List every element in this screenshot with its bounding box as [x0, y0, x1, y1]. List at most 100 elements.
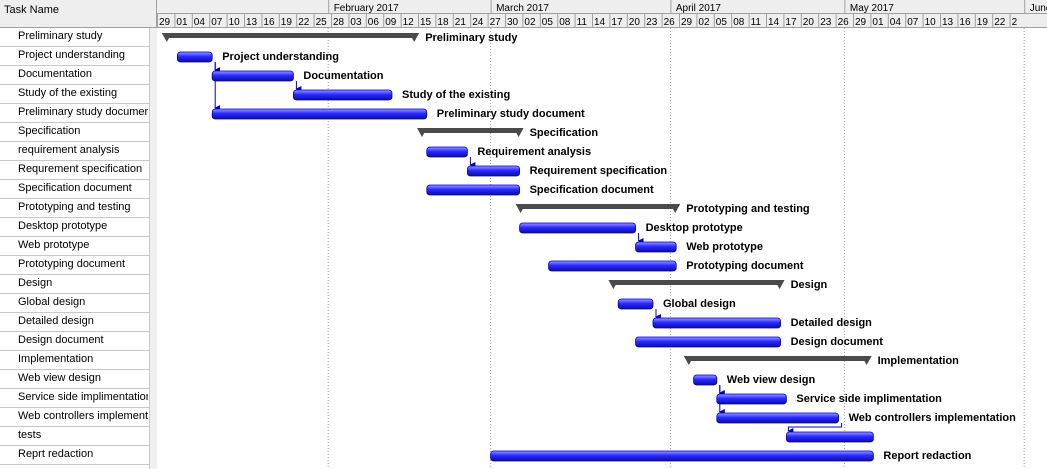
day-label: 04: [890, 17, 902, 28]
task-name: Project understanding: [18, 49, 126, 61]
day-label: 01: [872, 17, 884, 28]
task-bar[interactable]: [693, 374, 718, 386]
day-label: 05: [542, 17, 554, 28]
bar-label: Prototyping document: [686, 260, 804, 272]
bar-label: Design document: [791, 336, 884, 348]
day-label: 07: [907, 17, 919, 28]
task-bar[interactable]: [490, 450, 874, 462]
task-bar[interactable]: [176, 51, 213, 63]
task-bar[interactable]: [466, 165, 520, 177]
task-row[interactable]: Detailed design: [0, 313, 149, 332]
day-label: 15: [420, 17, 432, 28]
bar-label: Report redaction: [883, 450, 971, 462]
task-bar[interactable]: [211, 70, 294, 82]
day-label: 20: [803, 17, 815, 28]
task-bar[interactable]: [786, 431, 874, 443]
task-row[interactable]: tests: [0, 427, 149, 446]
bar-label: Service side implimentation: [796, 393, 942, 405]
month-label: June 2017: [1030, 3, 1047, 14]
task-row[interactable]: Reprt redaction: [0, 446, 149, 465]
day-label: 30: [507, 17, 519, 28]
task-row[interactable]: Specification document: [0, 180, 149, 199]
task-row[interactable]: Documentation: [0, 66, 149, 85]
summary-end-marker: [861, 356, 872, 365]
day-label: 08: [733, 17, 745, 28]
task-row[interactable]: Study of the existing: [0, 85, 149, 104]
task-row[interactable]: Design: [0, 275, 149, 294]
summary-bar[interactable]: [687, 356, 868, 361]
summary-bar[interactable]: [612, 280, 781, 285]
task-bar[interactable]: [652, 317, 781, 329]
bar-label: Documentation: [303, 70, 383, 82]
month-label: February 2017: [334, 3, 399, 14]
day-label: 17: [785, 17, 797, 28]
task-row[interactable]: Preliminary study documer: [0, 104, 149, 123]
day-label: 13: [942, 17, 954, 28]
day-label: 19: [281, 17, 293, 28]
task-name: Web prototype: [18, 239, 90, 251]
task-name: Preliminary study: [18, 30, 103, 42]
task-row[interactable]: Web view design: [0, 370, 149, 389]
task-row[interactable]: Prototyping document: [0, 256, 149, 275]
task-row[interactable]: Desktop prototype: [0, 218, 149, 237]
task-row[interactable]: Web controllers implement: [0, 408, 149, 427]
day-label: 06: [368, 17, 380, 28]
task-row[interactable]: Service side implimentatior: [0, 389, 149, 408]
task-name: tests: [18, 429, 42, 441]
bar-label: Specification document: [530, 184, 654, 196]
task-name: requirement analysis: [18, 144, 120, 156]
bar-label: Specification: [530, 127, 599, 139]
day-label: 19: [977, 17, 989, 28]
summary-bar[interactable]: [421, 128, 520, 133]
task-row[interactable]: Preliminary study: [0, 28, 149, 47]
task-bar[interactable]: [211, 108, 428, 120]
task-bar[interactable]: [635, 336, 782, 348]
day-label: 08: [559, 17, 571, 28]
day-label: 11: [751, 17, 762, 28]
task-row[interactable]: Implementation: [0, 351, 149, 370]
task-row[interactable]: Requrement specification: [0, 161, 149, 180]
task-bar[interactable]: [548, 260, 677, 272]
task-bar[interactable]: [635, 241, 677, 253]
day-label: 12: [403, 17, 415, 28]
day-label: 26: [664, 17, 676, 28]
bar-label: Design: [791, 279, 828, 291]
day-label: 14: [594, 17, 606, 28]
task-name: Prototyping and testing: [18, 201, 131, 213]
task-bar[interactable]: [292, 89, 393, 101]
summary-start-marker: [608, 280, 619, 289]
task-name: Service side implimentatior: [18, 391, 148, 403]
task-name: Specification: [18, 125, 81, 137]
bar-label: Global design: [663, 298, 736, 310]
day-label: 02: [524, 17, 536, 28]
task-row[interactable]: Specification: [0, 123, 149, 142]
task-row[interactable]: Design document: [0, 332, 149, 351]
task-row[interactable]: requirement analysis: [0, 142, 149, 161]
task-row[interactable]: Project understanding: [0, 47, 149, 66]
task-name: Implementation: [18, 353, 94, 365]
task-row[interactable]: Prototyping and testing: [0, 199, 149, 218]
task-bar[interactable]: [716, 412, 839, 424]
day-label: 20: [629, 17, 641, 28]
bar-label: Requirement analysis: [477, 146, 591, 158]
summary-start-marker: [417, 128, 427, 137]
task-bar[interactable]: [519, 222, 637, 234]
day-label: 16: [959, 17, 971, 28]
task-panel-scrollbar[interactable]: [149, 28, 157, 469]
summary-bar[interactable]: [165, 33, 416, 38]
task-row[interactable]: Web prototype: [0, 237, 149, 256]
bar-label: Web view design: [727, 374, 816, 386]
day-label: 24: [472, 17, 484, 28]
task-bar[interactable]: [426, 184, 520, 196]
bar-label: Web controllers implementation: [849, 412, 1017, 424]
day-label: 04: [194, 17, 206, 28]
summary-bar[interactable]: [519, 204, 677, 209]
day-label: 18: [437, 17, 449, 28]
task-name-header[interactable]: Task Name: [0, 0, 156, 28]
task-bar[interactable]: [716, 393, 787, 405]
task-row[interactable]: Global design: [0, 294, 149, 313]
task-bar[interactable]: [617, 298, 654, 310]
task-bar[interactable]: [426, 146, 468, 158]
